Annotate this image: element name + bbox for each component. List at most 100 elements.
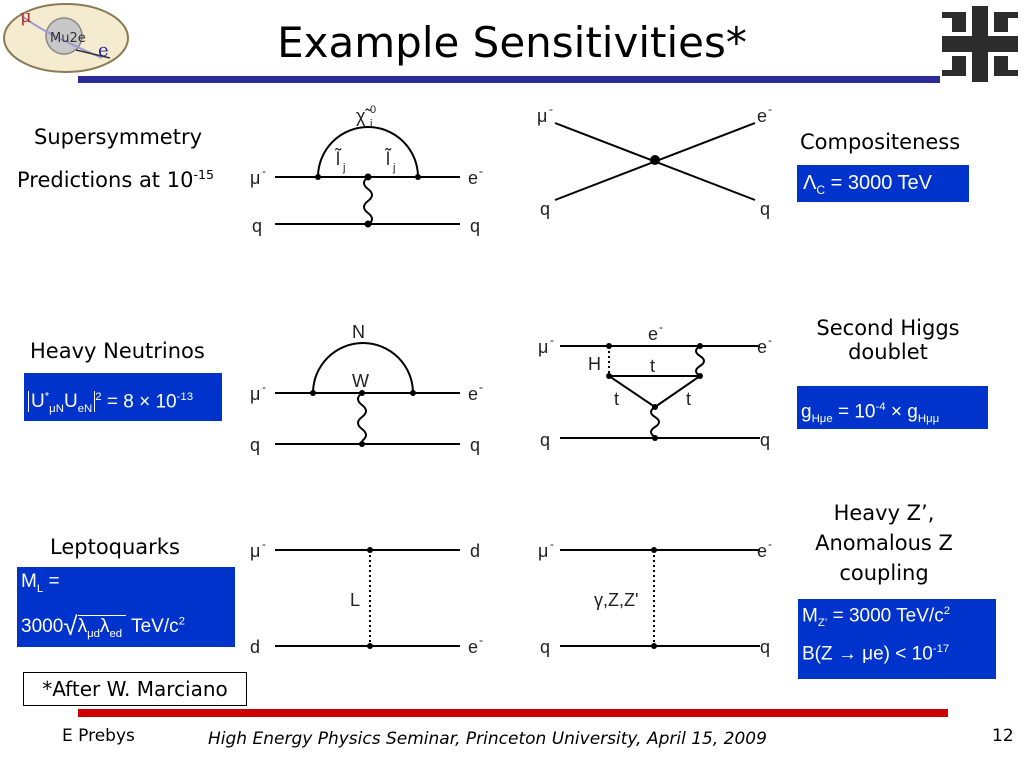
formula-ml-value: 3000 [21,616,64,637]
d2-q-left: q [540,199,550,219]
d1-slepton-left-sub: j [342,162,345,174]
label-predictions: Predictions at 10-15 [17,167,214,192]
d3-w: W [352,371,369,391]
title-underline [78,76,940,83]
d6-e-minus: - [768,537,772,551]
d5-e-minus: - [479,633,483,647]
d4-t-top: t [650,356,655,376]
formula-u-square: 2 [95,391,102,403]
diagram-z-exchange [560,549,760,647]
fermilab-logo [940,4,1020,84]
d4-e-top: e [648,324,658,344]
formula-u-exponent: -13 [176,391,194,403]
formula-u1: U [31,391,45,413]
label-heavy-z-l1: Heavy Z’, [833,501,935,525]
d1-q-left: q [252,216,262,236]
formula-bz-exp: -17 [932,643,950,655]
formula-heavy-neutrinos: U*μNUeN2 = 8 × 10-13 [24,373,222,421]
d2-e: e [757,106,767,126]
formula-ml: M [21,571,37,592]
diagram-leptoquark [275,549,460,647]
d4-t-left: t [614,389,619,409]
label-leptoquarks: Leptoquarks [50,535,180,559]
d5-d: d [470,541,480,561]
d5-mu-minus: - [262,537,266,551]
formula-u-sub1: μN [49,403,64,416]
d3-e-minus: - [479,380,483,394]
mu2e-logo: μ Mu2e e [2,2,130,74]
label-predictions-exponent: -15 [193,167,215,182]
label-supersymmetry: Supersymmetry [34,125,203,149]
d3-mu: μ [250,384,260,404]
label-compositeness: Compositeness [800,130,961,154]
d1-e: e [468,168,478,188]
page-number: 12 [992,726,1014,746]
label-second-higgs-l2: doublet [848,340,928,364]
formula-bz: B(Z → μe) < 10 [802,643,933,665]
d3-e: e [468,384,478,404]
formula-g-value: = 10 [832,401,876,423]
d2-mu: μ [537,106,547,126]
d4-q-right: q [760,430,770,450]
formula-heavy-z: MZ’ = 3000 TeV/c2 B(Z → μe) < 10-17 [798,599,996,679]
d1-slepton-left: l̃ [334,148,342,169]
label-predictions-text: Predictions at 10 [17,168,194,192]
d5-mu: μ [250,541,260,561]
formula-u-value: = 8 × 10 [101,391,177,413]
label-second-higgs: Second Higgs doublet [790,316,986,364]
d4-e-right: e [757,337,767,357]
mu2e-mu-glyph: μ [20,6,32,27]
formula-ml-unit-exp: 2 [178,615,185,628]
d5-d-left: d [250,637,260,657]
d1-chi-sup: 0 [370,104,376,116]
d6-q-left: q [540,637,550,657]
d1-q-right: q [470,216,480,236]
mu2e-e-glyph: e [98,40,109,61]
d2-q-right: q [760,199,770,219]
label-heavy-neutrinos: Heavy Neutrinos [30,339,205,363]
after-marciano-note: *After W. Marciano [23,672,247,706]
d5-l: L [350,590,360,610]
d1-chi-sub: i [370,118,372,130]
d6-mu-minus: - [550,537,554,551]
label-heavy-z: Heavy Z’, Anomalous Z coupling [786,498,982,588]
formula-ml-unit: TeV/c [131,616,179,637]
formula-u-star: * [44,391,50,403]
d5-e: e [468,637,478,657]
formula-leptoquarks: ML = 3000√λμdλed TeV/c2 [17,567,235,647]
d4-q-left: q [540,430,550,450]
d3-n: N [352,322,365,342]
footer-author: E Prebys [62,726,135,746]
formula-mz-exp: 2 [943,605,951,617]
formula-g: g [801,401,812,423]
d1-slepton-right: l̃ [384,148,392,169]
formula-g-sub1: Hμe [811,413,833,426]
d6-gzz: γ,Z,Z' [594,590,638,610]
formula-mz-value: = 3000 TeV/c [827,605,944,627]
d3-q-right: q [470,435,480,455]
formula-lambda-sub: C [816,183,826,197]
footer-bar [78,709,948,717]
d2-e-minus: - [768,102,772,116]
d3-mu-minus: - [262,380,266,394]
d4-mu: μ [538,337,548,357]
d4-e-right-minus: - [768,333,772,347]
mu2e-text: Mu2e [50,31,86,46]
formula-ml-lambda1: λ [77,616,88,637]
footer-event: High Energy Physics Seminar, Princeton U… [208,729,767,749]
formula-compositeness: ΛC = 3000 TeV [797,165,969,202]
diagram-higgs [560,345,760,439]
formula-g-sub2: Hμμ [917,413,940,426]
formula-ml-ed: ed [109,627,123,640]
formula-second-higgs: gHμe = 10-4 × gHμμ [797,386,988,429]
d4-mu-minus: - [550,333,554,347]
d2-mu-minus: - [549,102,553,116]
d1-mu-minus: - [262,164,266,178]
formula-lambda: Λ [803,172,817,194]
formula-ml-mud: μd [87,627,100,640]
formula-u-sub2: eN [77,403,93,416]
formula-g-exponent: -4 [875,401,886,413]
d4-e-top-minus: - [659,320,663,334]
diagram-heavy-neutrino [275,342,460,445]
